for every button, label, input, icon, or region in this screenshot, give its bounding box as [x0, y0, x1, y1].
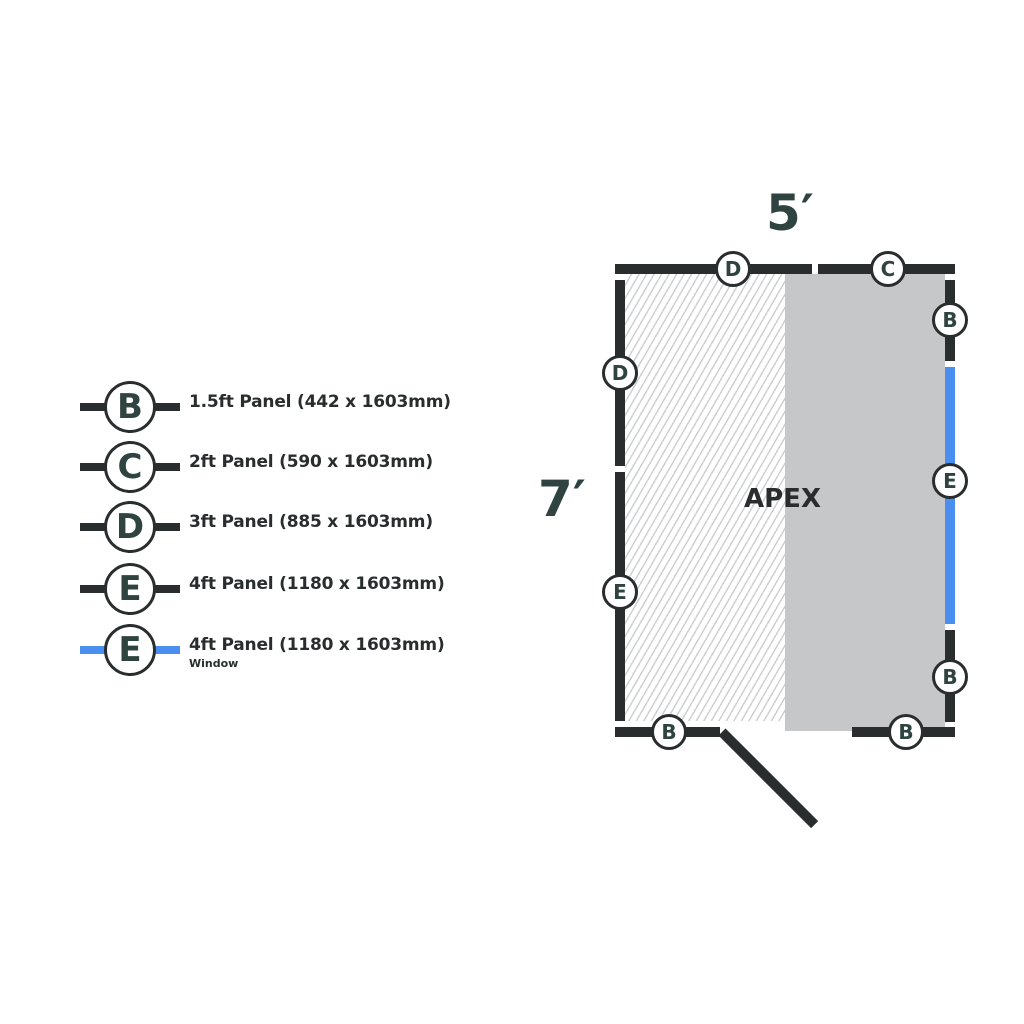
- panel-tag-left-lower: E: [602, 574, 638, 610]
- legend-item-e: E 4ft Panel (1180 x 1603mm): [80, 561, 500, 617]
- apex-area: [785, 274, 945, 731]
- legend-label: 4ft Panel (1180 x 1603mm): [189, 635, 445, 655]
- width-dimension: 5′: [766, 184, 814, 242]
- panel-tag-top-left: D: [715, 251, 751, 287]
- legend-item-e-window: E 4ft Panel (1180 x 1603mm) Window: [80, 622, 500, 678]
- legend-item-d: D 3ft Panel (885 x 1603mm): [80, 499, 500, 555]
- top-wall-left: [615, 264, 812, 274]
- panel-letter-badge: E: [104, 563, 156, 615]
- panel-letter-badge: E: [104, 624, 156, 676]
- panel-letter-badge: D: [104, 501, 156, 553]
- legend-label: 3ft Panel (885 x 1603mm): [189, 512, 433, 532]
- legend-label: 2ft Panel (590 x 1603mm): [189, 452, 433, 472]
- panel-tag-right-window: E: [932, 463, 968, 499]
- apex-label: APEX: [744, 484, 821, 514]
- panel-letter-badge: B: [104, 381, 156, 433]
- panel-tag-left-upper: D: [602, 355, 638, 391]
- legend-label: 4ft Panel (1180 x 1603mm): [189, 574, 445, 594]
- legend-item-b: B 1.5ft Panel (442 x 1603mm): [80, 379, 500, 435]
- legend-label: 1.5ft Panel (442 x 1603mm): [189, 392, 451, 412]
- legend-sublabel: Window: [189, 657, 239, 670]
- panel-tag-right-bottom: B: [932, 659, 968, 695]
- panel-tag-right-top: B: [932, 302, 968, 338]
- door-swing: [718, 728, 819, 829]
- panel-letter-badge: C: [104, 441, 156, 493]
- panel-tag-top-right: C: [870, 251, 906, 287]
- panel-tag-bottom-left: B: [651, 714, 687, 750]
- depth-dimension: 7′: [538, 470, 586, 528]
- legend-item-c: C 2ft Panel (590 x 1603mm): [80, 439, 500, 495]
- panel-tag-bottom-right: B: [888, 714, 924, 750]
- hatched-area: [625, 274, 785, 721]
